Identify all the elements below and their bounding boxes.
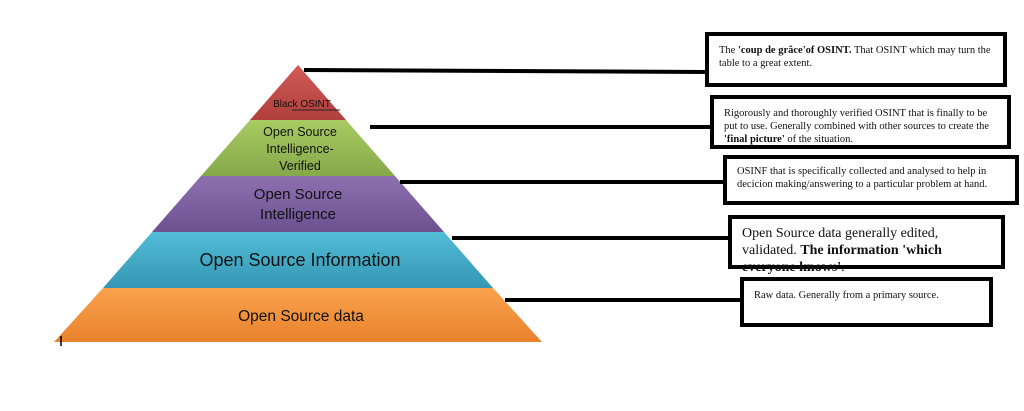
level-osint-verified — [201, 120, 395, 176]
label-osint-2: Intelligence — [260, 206, 336, 223]
description-osint-verified: Rigorously and thoroughly verified OSINT… — [710, 95, 1011, 149]
label-osint-1: Open Source — [254, 186, 342, 203]
label-osd: Open Source data — [238, 308, 364, 325]
description-osd: Raw data. Generally from a primary sourc… — [740, 277, 993, 327]
label-verified-1: Open Source — [263, 125, 337, 139]
label-verified-2: Intelligence- — [266, 142, 333, 156]
label-black-osint: Black OSINT — [273, 99, 331, 110]
connector-lines — [303, 68, 742, 302]
level-black-osint — [250, 65, 346, 120]
label-osinf: Open Source Information — [199, 250, 400, 270]
label-verified-3: Verified — [279, 159, 321, 173]
level-osint — [152, 176, 444, 232]
description-osint: OSINF that is specifically collected and… — [723, 155, 1019, 205]
level-osd — [54, 288, 542, 342]
description-osinf: Open Source data generally edited, valid… — [728, 215, 1005, 275]
description-black-osint: The 'coup de grâce'of OSINT. That OSINT … — [705, 32, 1007, 87]
level-osinf — [103, 232, 493, 288]
